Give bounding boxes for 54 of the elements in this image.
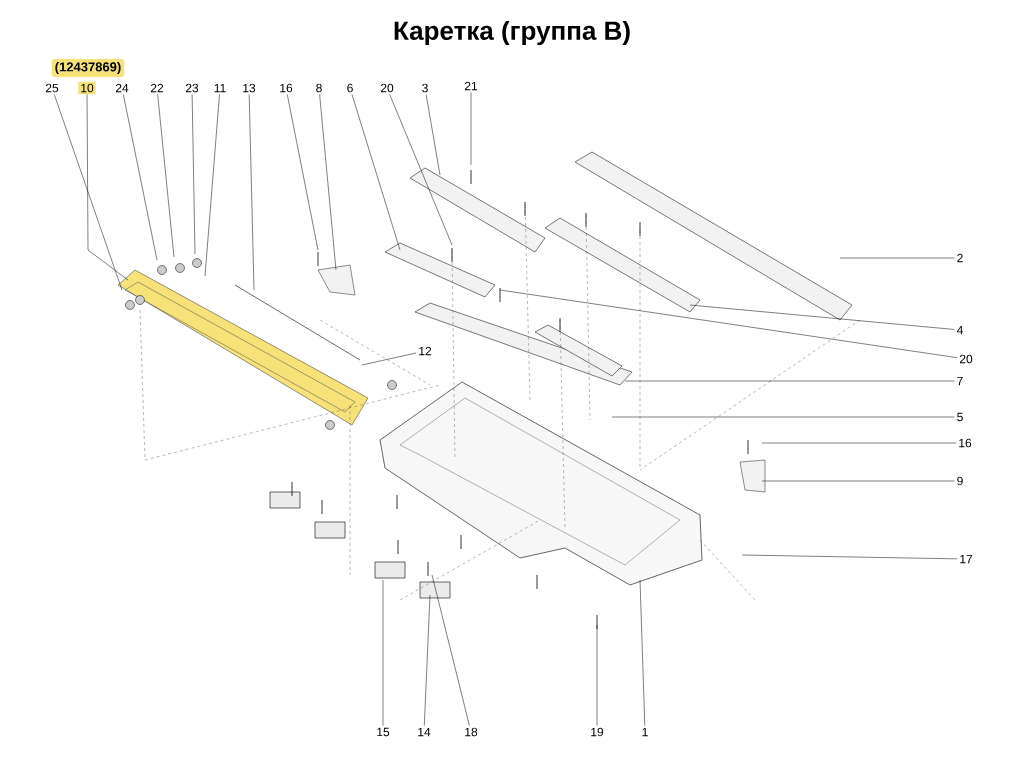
- callout-number: 21: [464, 81, 478, 91]
- leader-line: [204, 94, 220, 277]
- callout-number: 8: [316, 83, 322, 93]
- leader-line: [361, 352, 417, 366]
- leader-line: [431, 574, 470, 726]
- leader-line: [248, 94, 255, 291]
- leader-line: [689, 304, 955, 330]
- leader-line: [389, 94, 453, 246]
- leader-line: [382, 579, 384, 726]
- callout-number: 24: [115, 83, 129, 93]
- callout-number: 15: [377, 727, 390, 737]
- leader-line: [424, 594, 431, 726]
- callout-number: 11: [214, 83, 226, 93]
- callout-number: 16: [959, 438, 972, 448]
- callout-number: 14: [418, 727, 431, 737]
- callout-number: 25: [45, 83, 59, 93]
- callout-number: 20: [380, 83, 394, 93]
- leader-line: [287, 94, 319, 251]
- callout-number: 12: [419, 346, 432, 356]
- callout-number: 19: [591, 727, 604, 737]
- callout-number: 5: [957, 412, 963, 422]
- leader-line: [123, 94, 158, 261]
- callout-number: 6: [347, 83, 353, 93]
- callout-number: 7: [957, 376, 963, 386]
- callout-number: 18: [465, 727, 478, 737]
- callout-number: 22: [150, 83, 164, 93]
- callout-number: 17: [960, 554, 973, 564]
- leader-line: [191, 94, 196, 255]
- leader-line: [54, 94, 123, 291]
- callout-number: 9: [957, 476, 963, 486]
- title: Каретка (группа B): [394, 20, 630, 46]
- leader-line: [761, 480, 955, 482]
- callout-number: 2: [957, 253, 963, 263]
- callout-number: 13: [243, 83, 256, 93]
- callout-number: 4: [956, 325, 963, 335]
- leader-line: [611, 416, 955, 418]
- leader-line: [499, 289, 958, 358]
- callout-number: 23: [185, 83, 199, 93]
- leader-line: [470, 92, 472, 166]
- leader-line: [425, 94, 441, 176]
- leader-line: [761, 442, 957, 444]
- callout-number: 1: [642, 727, 648, 737]
- leader-line: [596, 624, 598, 726]
- callout-number: 3: [422, 83, 428, 93]
- callout-number: 16: [280, 83, 293, 93]
- leader-line: [741, 554, 958, 560]
- callout-number: 20: [959, 354, 973, 364]
- leader-line: [86, 94, 129, 281]
- leader-line: [839, 257, 955, 259]
- leader-line: [639, 579, 646, 726]
- leader-line: [624, 380, 955, 382]
- leader-line: [351, 94, 401, 251]
- leader-line: [319, 94, 337, 271]
- leader-line: [157, 94, 175, 258]
